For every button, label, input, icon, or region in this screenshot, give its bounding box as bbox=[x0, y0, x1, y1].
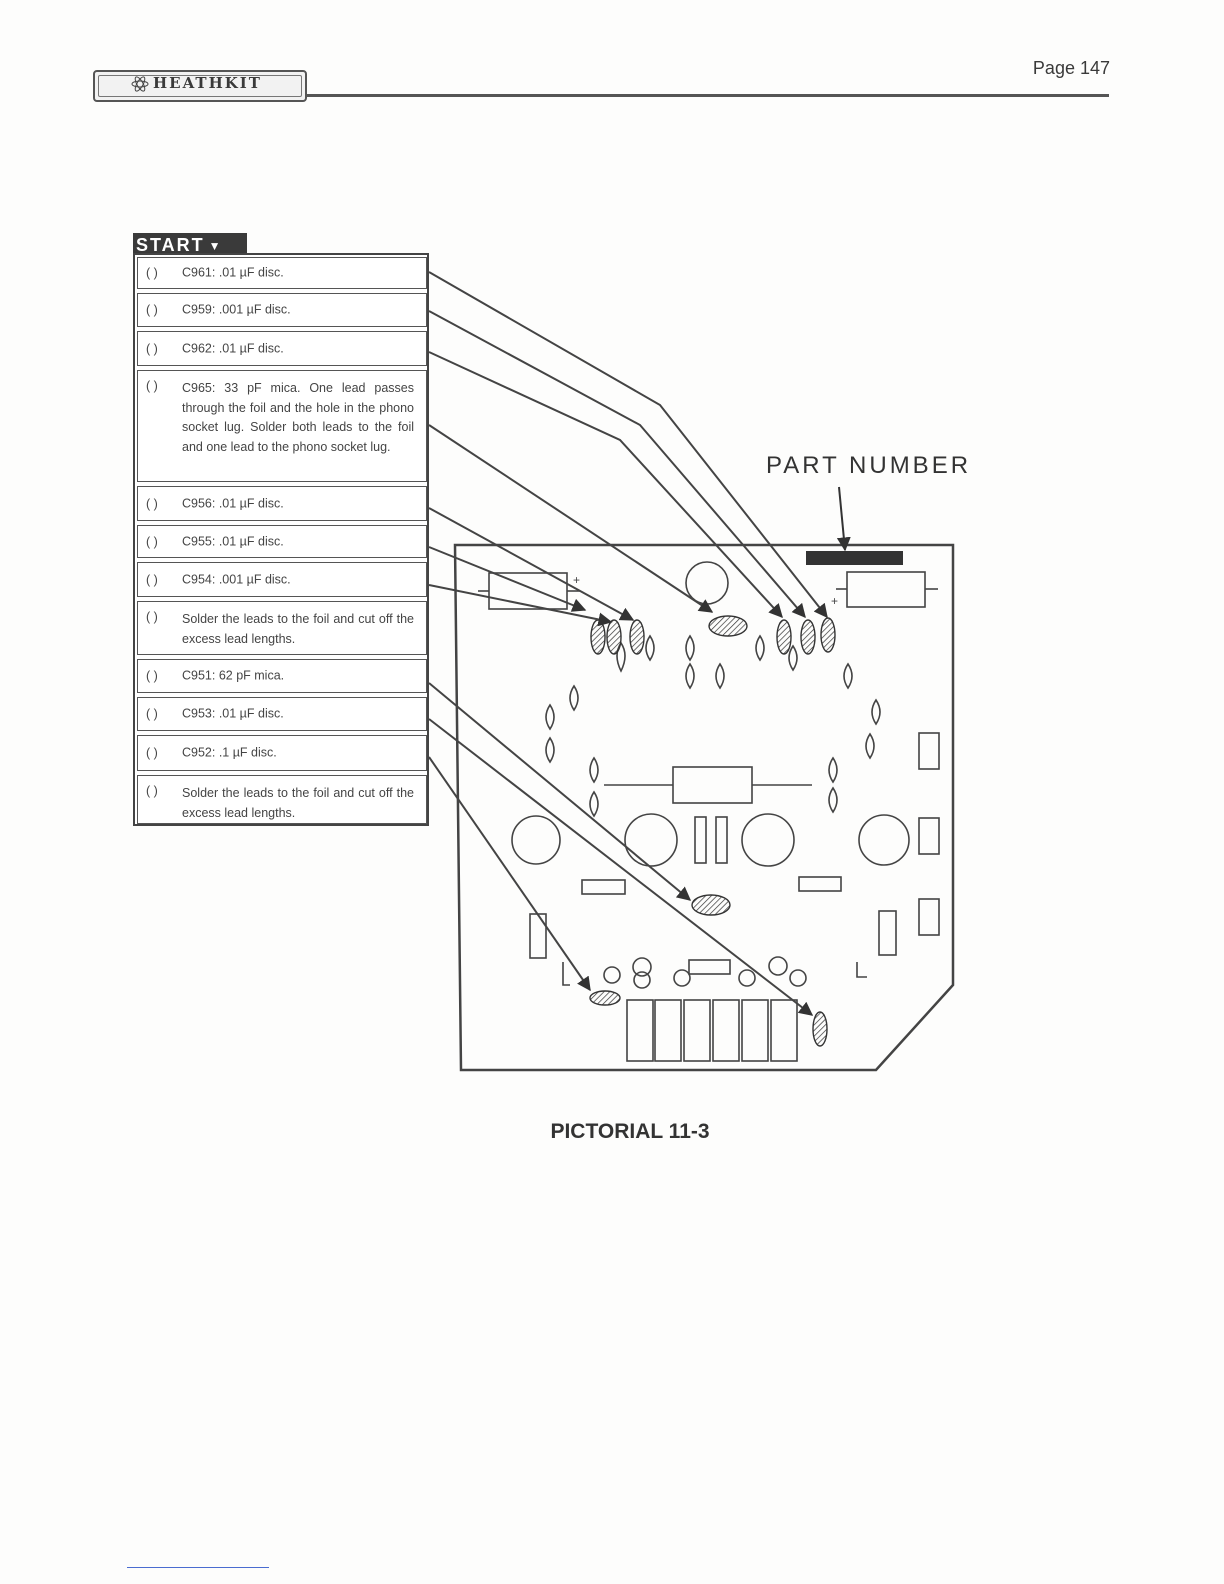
svg-text:+: + bbox=[831, 594, 838, 608]
step-text: C961: .01 µF disc. bbox=[182, 265, 284, 280]
step-checkbox[interactable]: ( ) bbox=[146, 707, 158, 721]
step-item[interactable]: ( ) C956: .01 µF disc. bbox=[137, 486, 427, 521]
step-item[interactable]: ( ) Solder the leads to the foil and cut… bbox=[137, 601, 427, 655]
step-item[interactable]: ( ) C954: .001 µF disc. bbox=[137, 562, 427, 597]
step-item[interactable]: ( ) C953: .01 µF disc. bbox=[137, 697, 427, 731]
step-item[interactable]: ( ) C952: .1 µF disc. bbox=[137, 735, 427, 771]
step-item[interactable]: ( ) Solder the leads to the foil and cut… bbox=[137, 775, 427, 824]
start-label: START bbox=[136, 235, 205, 255]
down-arrow-icon: ▼ bbox=[208, 239, 223, 253]
step-text: C956: .01 µF disc. bbox=[182, 495, 284, 510]
header-rule bbox=[305, 94, 1109, 97]
step-checkbox[interactable]: ( ) bbox=[146, 341, 158, 356]
step-item[interactable]: ( ) C951: 62 pF mica. bbox=[137, 659, 427, 693]
heathkit-logo: HEATHKIT bbox=[93, 70, 307, 102]
board-outline bbox=[453, 543, 955, 1072]
part-number-pointer bbox=[836, 486, 851, 552]
step-item[interactable]: ( ) C959: .001 µF disc. bbox=[137, 293, 427, 327]
step-text: C954: .001 µF disc. bbox=[182, 571, 291, 586]
step-checkbox[interactable]: ( ) bbox=[146, 303, 158, 317]
pictorial-caption: PICTORIAL 11-3 bbox=[550, 1120, 710, 1143]
step-item[interactable]: ( ) C961: .01 µF disc. bbox=[137, 257, 427, 289]
step-checkbox[interactable]: ( ) bbox=[146, 266, 158, 280]
step-item[interactable]: ( ) C955: .01 µF disc. bbox=[137, 525, 427, 558]
step-checkbox[interactable]: ( ) bbox=[146, 746, 158, 760]
leader-lines bbox=[428, 271, 828, 1016]
step-text: C955: .01 µF disc. bbox=[182, 533, 284, 548]
part-number-label: PART NUMBER bbox=[766, 452, 972, 479]
steps-panel: ( ) C961: .01 µF disc. ( ) C959: .001 µF… bbox=[133, 253, 429, 826]
footer-link-underline bbox=[127, 1567, 269, 1568]
step-checkbox[interactable]: ( ) bbox=[146, 379, 158, 393]
step-checkbox[interactable]: ( ) bbox=[146, 534, 158, 549]
page-number: Page 147 bbox=[1032, 58, 1110, 78]
hatched-capacitors bbox=[589, 615, 836, 1047]
step-text: C953: .01 µF disc. bbox=[182, 706, 284, 721]
step-text: Solder the leads to the foil and cut off… bbox=[182, 612, 414, 646]
step-checkbox[interactable]: ( ) bbox=[146, 496, 158, 511]
step-text: C959: .001 µF disc. bbox=[182, 302, 291, 317]
step-checkbox[interactable]: ( ) bbox=[146, 572, 158, 587]
step-text: C965: 33 pF mica. One lead passes throug… bbox=[182, 381, 414, 454]
step-item[interactable]: ( ) C962: .01 µF disc. bbox=[137, 331, 427, 366]
step-item[interactable]: ( ) C965: 33 pF mica. One lead passes th… bbox=[137, 370, 427, 482]
step-text: C962: .01 µF disc. bbox=[182, 340, 284, 355]
part-number-bar bbox=[806, 551, 903, 565]
step-checkbox[interactable]: ( ) bbox=[146, 784, 158, 798]
step-text: Solder the leads to the foil and cut off… bbox=[182, 786, 414, 820]
step-checkbox[interactable]: ( ) bbox=[146, 669, 158, 683]
atom-icon bbox=[131, 76, 149, 92]
logo-text: HEATHKIT bbox=[153, 74, 262, 92]
step-text: C952: .1 µF disc. bbox=[182, 745, 277, 760]
step-checkbox[interactable]: ( ) bbox=[146, 610, 158, 624]
board-components: + + bbox=[478, 561, 940, 1062]
svg-text:+: + bbox=[573, 573, 580, 587]
step-text: C951: 62 pF mica. bbox=[182, 668, 285, 683]
logo-inner-frame bbox=[98, 75, 302, 97]
